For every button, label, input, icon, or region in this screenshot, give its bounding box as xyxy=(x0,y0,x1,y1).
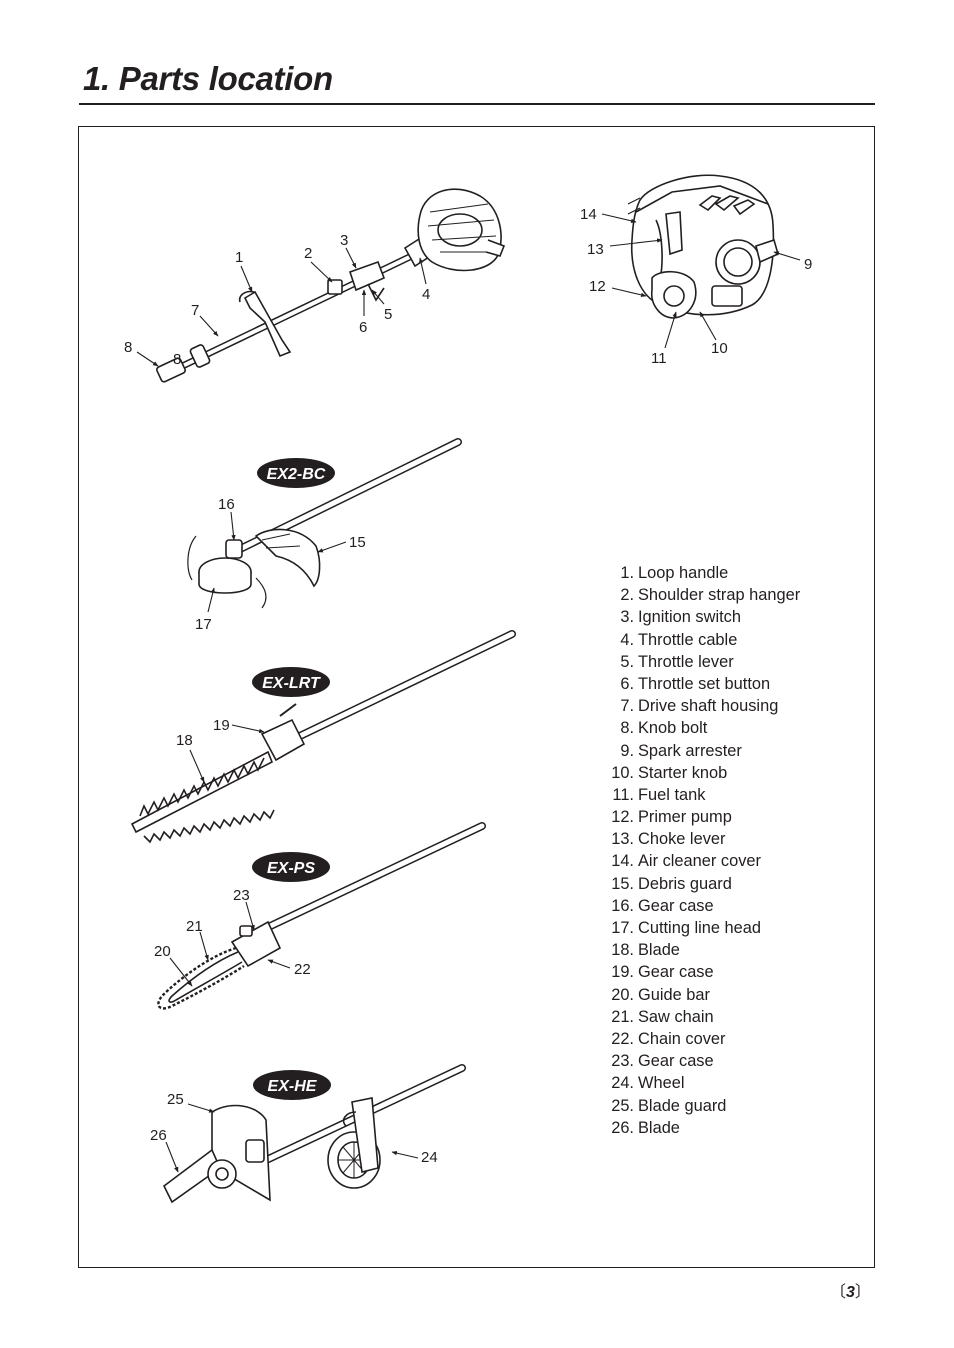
callout-24: 24 xyxy=(421,1149,438,1166)
callout-leaders xyxy=(136,213,801,1173)
callout-20: 20 xyxy=(154,943,171,960)
callout-8b: 8 xyxy=(173,351,181,368)
callout-18: 18 xyxy=(176,732,193,749)
callout-15: 15 xyxy=(349,534,366,551)
list-item: 14.Air cleaner cover xyxy=(611,852,761,871)
list-item: 3.Ignition switch xyxy=(620,608,741,627)
svg-text:EX2-BC: EX2-BC xyxy=(267,466,326,483)
callout-14: 14 xyxy=(580,206,597,223)
callout-19: 19 xyxy=(213,717,230,734)
list-item: 23.Gear case xyxy=(611,1052,714,1071)
power-unit-drawing xyxy=(156,188,506,383)
model-badge-ex2-bc: EX2-BC xyxy=(257,458,335,488)
list-item: 16.Gear case xyxy=(611,896,714,915)
list-item: 2.Shoulder strap hanger xyxy=(620,586,801,605)
title-rule xyxy=(79,103,875,105)
model-badge-ex-ps: EX-PS xyxy=(252,852,330,882)
callout-22: 22 xyxy=(294,961,311,978)
model-badge-ex-he: EX-HE xyxy=(253,1070,331,1100)
page-title: 1. Parts location xyxy=(83,60,333,97)
list-item: 1.Loop handle xyxy=(620,564,729,582)
list-item: 19.Gear case xyxy=(611,963,714,982)
callout-numbers: 1 2 3 4 5 6 7 8 8 9 10 11 12 13 14 15 16… xyxy=(124,206,812,1166)
list-item: 5.Throttle lever xyxy=(620,652,734,671)
callout-1: 1 xyxy=(235,249,243,266)
list-item: 7.Drive shaft housing xyxy=(620,697,779,716)
page-number: 〔3〕 xyxy=(830,1284,871,1301)
callout-4: 4 xyxy=(422,286,430,303)
list-item: 4.Throttle cable xyxy=(620,630,738,649)
callout-6: 6 xyxy=(359,319,367,336)
callout-17: 17 xyxy=(195,616,212,633)
list-item: 13.Choke lever xyxy=(611,830,726,849)
svg-text:EX-HE: EX-HE xyxy=(268,1078,318,1095)
list-item: 15.Debris guard xyxy=(611,874,732,893)
callout-8a: 8 xyxy=(124,339,132,356)
callout-9: 9 xyxy=(804,256,812,273)
callout-5: 5 xyxy=(384,306,392,323)
callout-23: 23 xyxy=(233,887,250,904)
parts-list: 1.Loop handle 2.Shoulder strap hanger 3.… xyxy=(600,562,800,1139)
list-item: 8.Knob bolt xyxy=(620,719,708,738)
callout-3: 3 xyxy=(340,232,348,249)
list-item: 25.Blade guard xyxy=(611,1096,727,1115)
svg-text:EX-PS: EX-PS xyxy=(267,860,315,877)
callout-11: 11 xyxy=(651,350,667,367)
list-item: 17.Cutting line head xyxy=(611,919,762,937)
callout-12: 12 xyxy=(589,278,606,295)
list-item: 21.Saw chain xyxy=(611,1007,714,1026)
callout-26: 26 xyxy=(150,1127,167,1144)
ex2-bc-drawing xyxy=(187,438,462,609)
list-item: 6.Throttle set button xyxy=(620,674,771,693)
list-item: 20.Guide bar xyxy=(611,985,710,1004)
callout-10: 10 xyxy=(711,340,728,357)
callout-7: 7 xyxy=(191,302,199,319)
list-item: 9.Spark arrester xyxy=(620,741,742,760)
svg-text:EX-LRT: EX-LRT xyxy=(262,675,321,692)
list-item: 12.Primer pump xyxy=(611,808,732,827)
list-item: 10.Starter knob xyxy=(611,763,728,782)
list-item: 18.Blade xyxy=(611,941,680,960)
figure-frame xyxy=(78,126,875,1268)
model-badge-ex-lrt: EX-LRT xyxy=(252,667,330,697)
list-item: 11.Fuel tank xyxy=(612,785,706,804)
callout-21: 21 xyxy=(186,918,203,935)
callout-16: 16 xyxy=(218,496,235,513)
engine-detail-drawing xyxy=(627,174,779,319)
ex-ps-drawing xyxy=(157,822,486,1010)
ex-lrt-drawing xyxy=(130,630,516,844)
callout-2: 2 xyxy=(304,245,312,262)
list-item: 26.Blade xyxy=(611,1118,680,1137)
ex-he-drawing xyxy=(162,1064,466,1204)
list-item: 24.Wheel xyxy=(611,1074,685,1093)
list-item: 22.Chain cover xyxy=(611,1029,726,1048)
callout-25: 25 xyxy=(167,1091,184,1108)
callout-13: 13 xyxy=(587,241,604,258)
